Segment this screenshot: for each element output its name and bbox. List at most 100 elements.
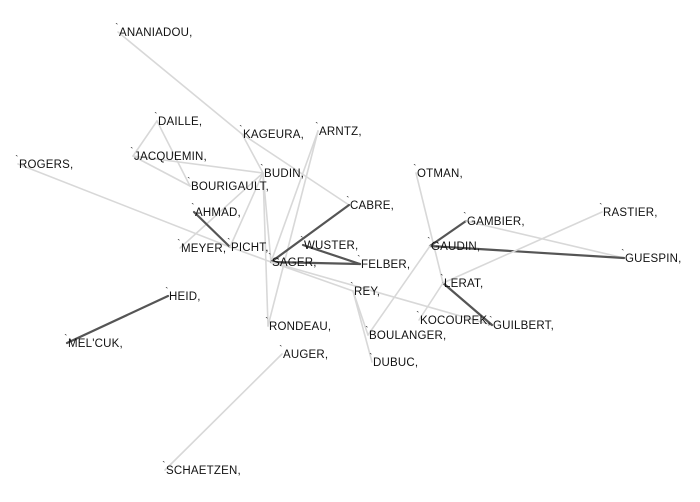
edge-gambier-gaudin [428,219,468,248]
node-marker-icon: ˋ [268,252,272,264]
node-marker-icon: ˋ [346,195,350,207]
edge-auger-schaetzen [164,353,283,471]
node-label: GAMBIER, [467,216,525,228]
node-marker-icon: ˋ [463,211,467,223]
node-marker-icon: ˋ [130,146,134,158]
node-marker-icon: ˋ [115,22,119,34]
node-label: PICHT, [231,242,269,254]
edge-sager-felber [269,260,362,266]
node-label: AHMAD, [195,207,241,219]
edge-gambier-guespin [465,220,625,259]
node-marker-icon: ˋ [599,202,603,214]
node-label: ARNTZ, [319,126,362,138]
node-marker-icon: ˋ [365,325,369,337]
edge-daille-jacquemin [132,120,158,157]
node-marker-icon: ˋ [440,273,444,285]
edge-budin-rondeau [262,172,269,327]
node-label: JACQUEMIN, [134,151,207,163]
edge-budin-meyer [179,172,264,249]
node-label: MEYER, [181,243,226,255]
edge-sager-guilbert [270,261,493,326]
node-label: GUILBERT, [493,320,554,332]
edge-picht-budin [229,172,264,248]
edge-arntz-sager [270,130,319,263]
edge-budin-sager [262,172,272,263]
node-label: FELBER, [361,259,410,271]
node-marker-icon: ˋ [357,254,361,266]
edge-cabre-sager [269,203,351,264]
node-label: AUGER, [283,349,328,361]
edge-jacquemin-bourigault [132,155,191,187]
node-label: BOULANGER, [369,330,446,342]
node-marker-icon: ˋ [621,248,625,260]
node-label: ANANIADOU, [119,27,193,39]
node-label: OTMAN, [417,168,463,180]
node-marker-icon: ˋ [191,202,195,214]
node-marker-icon: ˋ [260,163,264,175]
node-label: LERAT, [444,278,483,290]
node-label: GAUDIN, [431,241,480,253]
node-label: KOCOUREK, [420,315,491,327]
node-label: DUBUC, [373,357,418,369]
edge-ahmad-picht [192,210,232,249]
node-label: SCHAETZEN, [166,465,241,477]
node-marker-icon: ˋ [413,163,417,175]
edge-rey-dubuc [352,290,373,363]
node-marker-icon: ˋ [187,176,191,188]
edge-layer [17,31,626,471]
node-marker-icon: ˋ [15,154,19,166]
edge-kageura-cabre [241,133,350,206]
edge-otman-lerat [415,172,444,284]
node-marker-icon: ˋ [64,333,68,345]
node-marker-icon: ˋ [350,281,354,293]
node-marker-icon: ˋ [315,121,319,133]
edge-lerat-guilbert [441,281,494,327]
node-marker-icon: ˋ [177,238,181,250]
node-label: ROGERS, [19,159,73,171]
node-label: BUDIN, [264,168,304,180]
edge-lerat-rastier [442,211,603,284]
edge-ananiadou-kageura [117,31,243,135]
edge-kageura-budin [241,133,264,174]
node-label: GUESPIN, [625,253,682,265]
node-label: CABRE, [350,200,394,212]
edge-lerat-kocourek [418,282,444,321]
node-label: MEL'CUK, [68,338,123,350]
node-marker-icon: ˋ [300,235,304,247]
node-label: RASTIER, [603,207,658,219]
edge-sager-rey [270,261,354,292]
edge-rogers-picht [17,163,231,248]
node-label: HEID, [169,291,201,303]
edge-picht-sager [229,246,272,263]
node-marker-icon: ˋ [154,111,158,123]
edge-wuster-felber [301,243,362,266]
edge-rey-boulanger [352,290,369,336]
node-label: REY, [354,286,380,298]
node-marker-icon: ˋ [162,460,166,472]
